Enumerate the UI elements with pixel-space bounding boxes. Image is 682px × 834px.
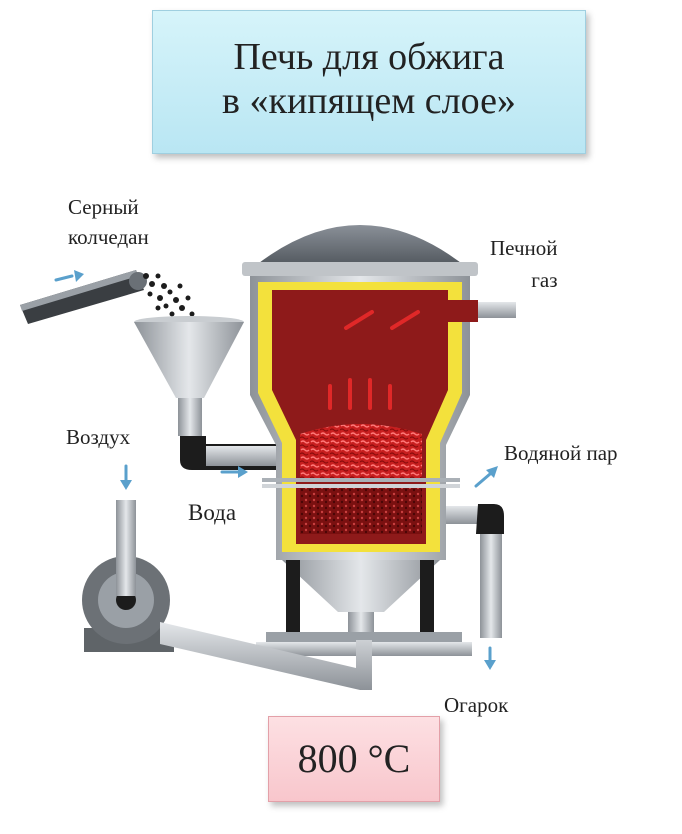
arrow-air-down — [120, 464, 132, 490]
cinder-label: Огарок — [444, 693, 509, 717]
furnace-gas-label-line-1: Печной — [490, 236, 558, 260]
air-blower — [82, 500, 372, 690]
furnace-body — [242, 225, 516, 656]
flow-arrows — [54, 270, 498, 670]
water-label: Вода — [188, 500, 237, 525]
air-label: Воздух — [66, 425, 131, 449]
steam-label: Водяной пар — [504, 441, 618, 465]
conveyor-belt — [20, 270, 147, 324]
steam-pipe — [446, 504, 504, 638]
feed-hopper — [134, 316, 286, 470]
pyrite-label: Серный колчедан — [68, 192, 149, 252]
arrow-pyrite-in — [54, 270, 84, 282]
arrow-water-in — [220, 466, 248, 478]
arrow-steam-out — [474, 466, 498, 488]
pyrite-granules — [143, 273, 195, 317]
arrow-cinder-out — [484, 646, 496, 670]
title-line-1: Печь для обжига — [233, 36, 505, 78]
furnace-gas-label-line-2: газ — [531, 268, 558, 292]
temperature-badge: 800 °C — [268, 716, 440, 802]
pyrite-label-line-1: Серный — [68, 195, 139, 219]
pyrite-label-line-2: колчедан — [68, 225, 149, 249]
furnace-gas-label: Печной газ — [490, 232, 558, 296]
flame-marks — [328, 310, 420, 410]
title-line-2: в «кипящем слое» — [222, 80, 516, 122]
title-box: Печь для обжига в «кипящем слое» — [152, 10, 586, 154]
